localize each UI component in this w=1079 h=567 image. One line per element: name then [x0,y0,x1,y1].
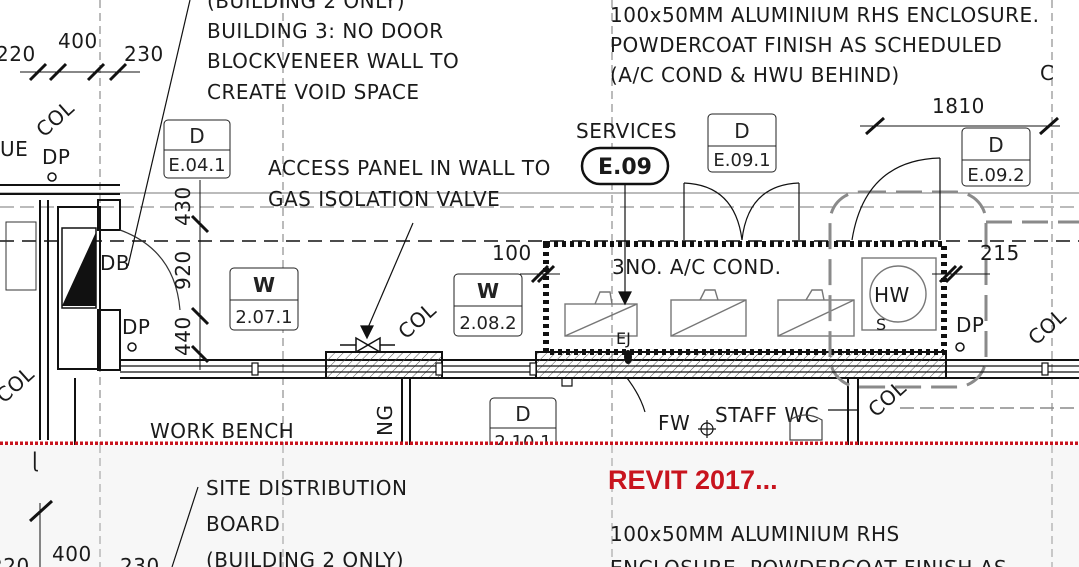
bottom-dim-230: 230 [120,554,160,567]
dim-100: 100 [492,241,532,265]
label-ng: NG [373,405,397,436]
dim-220: 220 [0,42,36,66]
label-dp-a: DP [42,145,70,169]
label-col-e: COL [1023,303,1071,349]
bottom-site-line1: SITE DISTRIBUTION [206,476,408,500]
tag-services-e09: E.09 [580,146,670,186]
svg-text:2.08.2: 2.08.2 [459,313,516,334]
label-hw: HW [874,283,910,307]
note-building3-line3: CREATE VOID SPACE [207,80,419,104]
dimension-lines [20,71,1060,370]
label-ej: EJ [616,329,631,348]
grey-revision-outline [828,190,988,389]
bottom-dim-220: 220 [0,554,30,567]
bottom-centerline-mark: ɭ [32,448,38,472]
pipework [120,362,1079,376]
bottom-dim-400: 400 [52,542,92,566]
bottom-enclosure-line2: ENCLOSURE. POWDERCOAT FINISH AS [610,556,1007,567]
tag-d-e041: D E.04.1 [163,119,231,179]
bottom-tick [28,499,54,523]
note-building3-line1: BUILDING 3: NO DOOR [207,19,444,43]
note-building3-line2: BLOCKVENEER WALL TO [207,49,459,73]
label-centerline: C [1040,61,1054,85]
label-col-c: COL [0,361,39,407]
revit-title: REVIT 2017... [608,465,778,495]
svg-text:E.09.1: E.09.1 [713,150,770,171]
label-s: S [876,315,886,334]
svg-text:D: D [189,124,204,148]
downpipe-markers [47,172,965,352]
note-access-panel-line2: GAS ISOLATION VALVE [268,187,500,211]
floor-plan-top-panel: (BUILDING 2 ONLY) BUILDING 3: NO DOOR BL… [0,0,1079,445]
bottom-site-line3: (BUILDING 2 ONLY) [206,548,404,567]
label-col-b: COL [393,297,441,343]
hot-water-unit [861,257,937,331]
dim-215: 215 [980,241,1020,265]
label-ue: UE [0,137,28,161]
tag-d-e091: D E.09.1 [707,113,777,173]
svg-text:D: D [988,133,1003,157]
note-ac-cond: 3NO. A/C COND. [612,255,782,279]
dim-440: 440 [171,316,195,356]
services-label: SERVICES [576,119,677,143]
tag-w-2071: W 2.07.1 [229,267,299,331]
svg-text:W: W [477,279,499,303]
note-site-board-tail: (BUILDING 2 ONLY) [207,0,405,13]
bottom-enclosure-line1: 100x50MM ALUMINIUM RHS [610,522,900,546]
leader-lines [127,0,858,413]
svg-text:E.04.1: E.04.1 [168,155,225,176]
tag-d-2101: D 2.10.1 [489,397,557,445]
tag-w-2082: W 2.08.2 [453,273,523,337]
svg-text:E.09.2: E.09.2 [967,165,1024,186]
svg-text:D: D [515,402,530,426]
label-dp-c: DP [956,313,984,337]
dim-1810: 1810 [932,94,985,118]
dim-230: 230 [124,42,164,66]
bottom-leader [171,486,199,567]
pipe-drop [561,378,573,387]
dim-400: 400 [58,29,98,53]
note-enclosure-line2: POWDERCOAT FINISH AS SCHEDULED [610,33,1002,57]
label-col-a: COL [31,95,79,141]
bottom-grid [99,445,1053,567]
svg-text:E.09: E.09 [598,155,652,180]
ac-condensers [564,289,855,337]
distribution-board [61,227,97,309]
panel-outline [5,221,37,291]
label-fw: FW [658,411,690,435]
door-swing-left [119,229,181,311]
label-col-d: COL [863,375,911,421]
rhs-enclosure [543,241,947,355]
note-enclosure-line3: (A/C COND & HWU BEHIND) [610,63,900,87]
wc-fixture [789,414,823,441]
bottom-site-line2: BOARD [206,512,280,536]
note-access-panel-line1: ACCESS PANEL IN WALL TO [268,156,551,180]
tag-d-e092: D E.09.2 [961,127,1031,187]
label-db: DB [100,251,130,275]
svg-text:D: D [734,119,749,143]
label-dp-b: DP [122,315,150,339]
gas-valve-icon [340,336,395,354]
dim-430: 430 [171,186,195,226]
note-work-bench: WORK BENCH [150,419,294,443]
dim-920: 920 [171,250,195,290]
revit-preview-panel: ɭ REVIT 2017... SITE DISTRIBUTION BOARD … [0,445,1079,567]
ej-marker [624,350,632,364]
svg-text:W: W [253,273,275,297]
enclosure-door-swings [683,157,941,241]
svg-text:2.07.1: 2.07.1 [235,307,292,328]
note-enclosure-line1: 100x50MM ALUMINIUM RHS ENCLOSURE. [610,3,1040,27]
